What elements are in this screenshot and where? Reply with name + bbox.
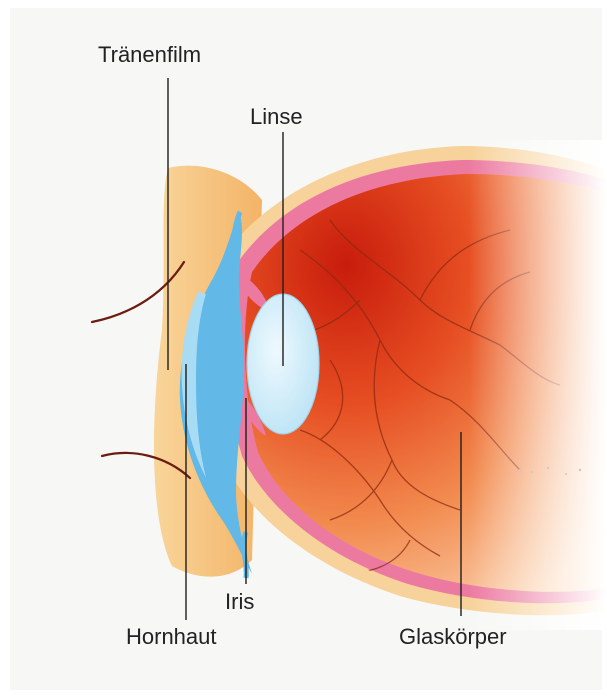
- label-tear-film: Tränenfilm: [98, 42, 201, 67]
- label-vitreous: Glaskörper: [399, 624, 507, 649]
- label-cornea: Hornhaut: [126, 624, 217, 649]
- label-iris: Iris: [225, 589, 254, 614]
- label-lens: Linse: [250, 104, 303, 129]
- vitreous-fade: [300, 140, 607, 630]
